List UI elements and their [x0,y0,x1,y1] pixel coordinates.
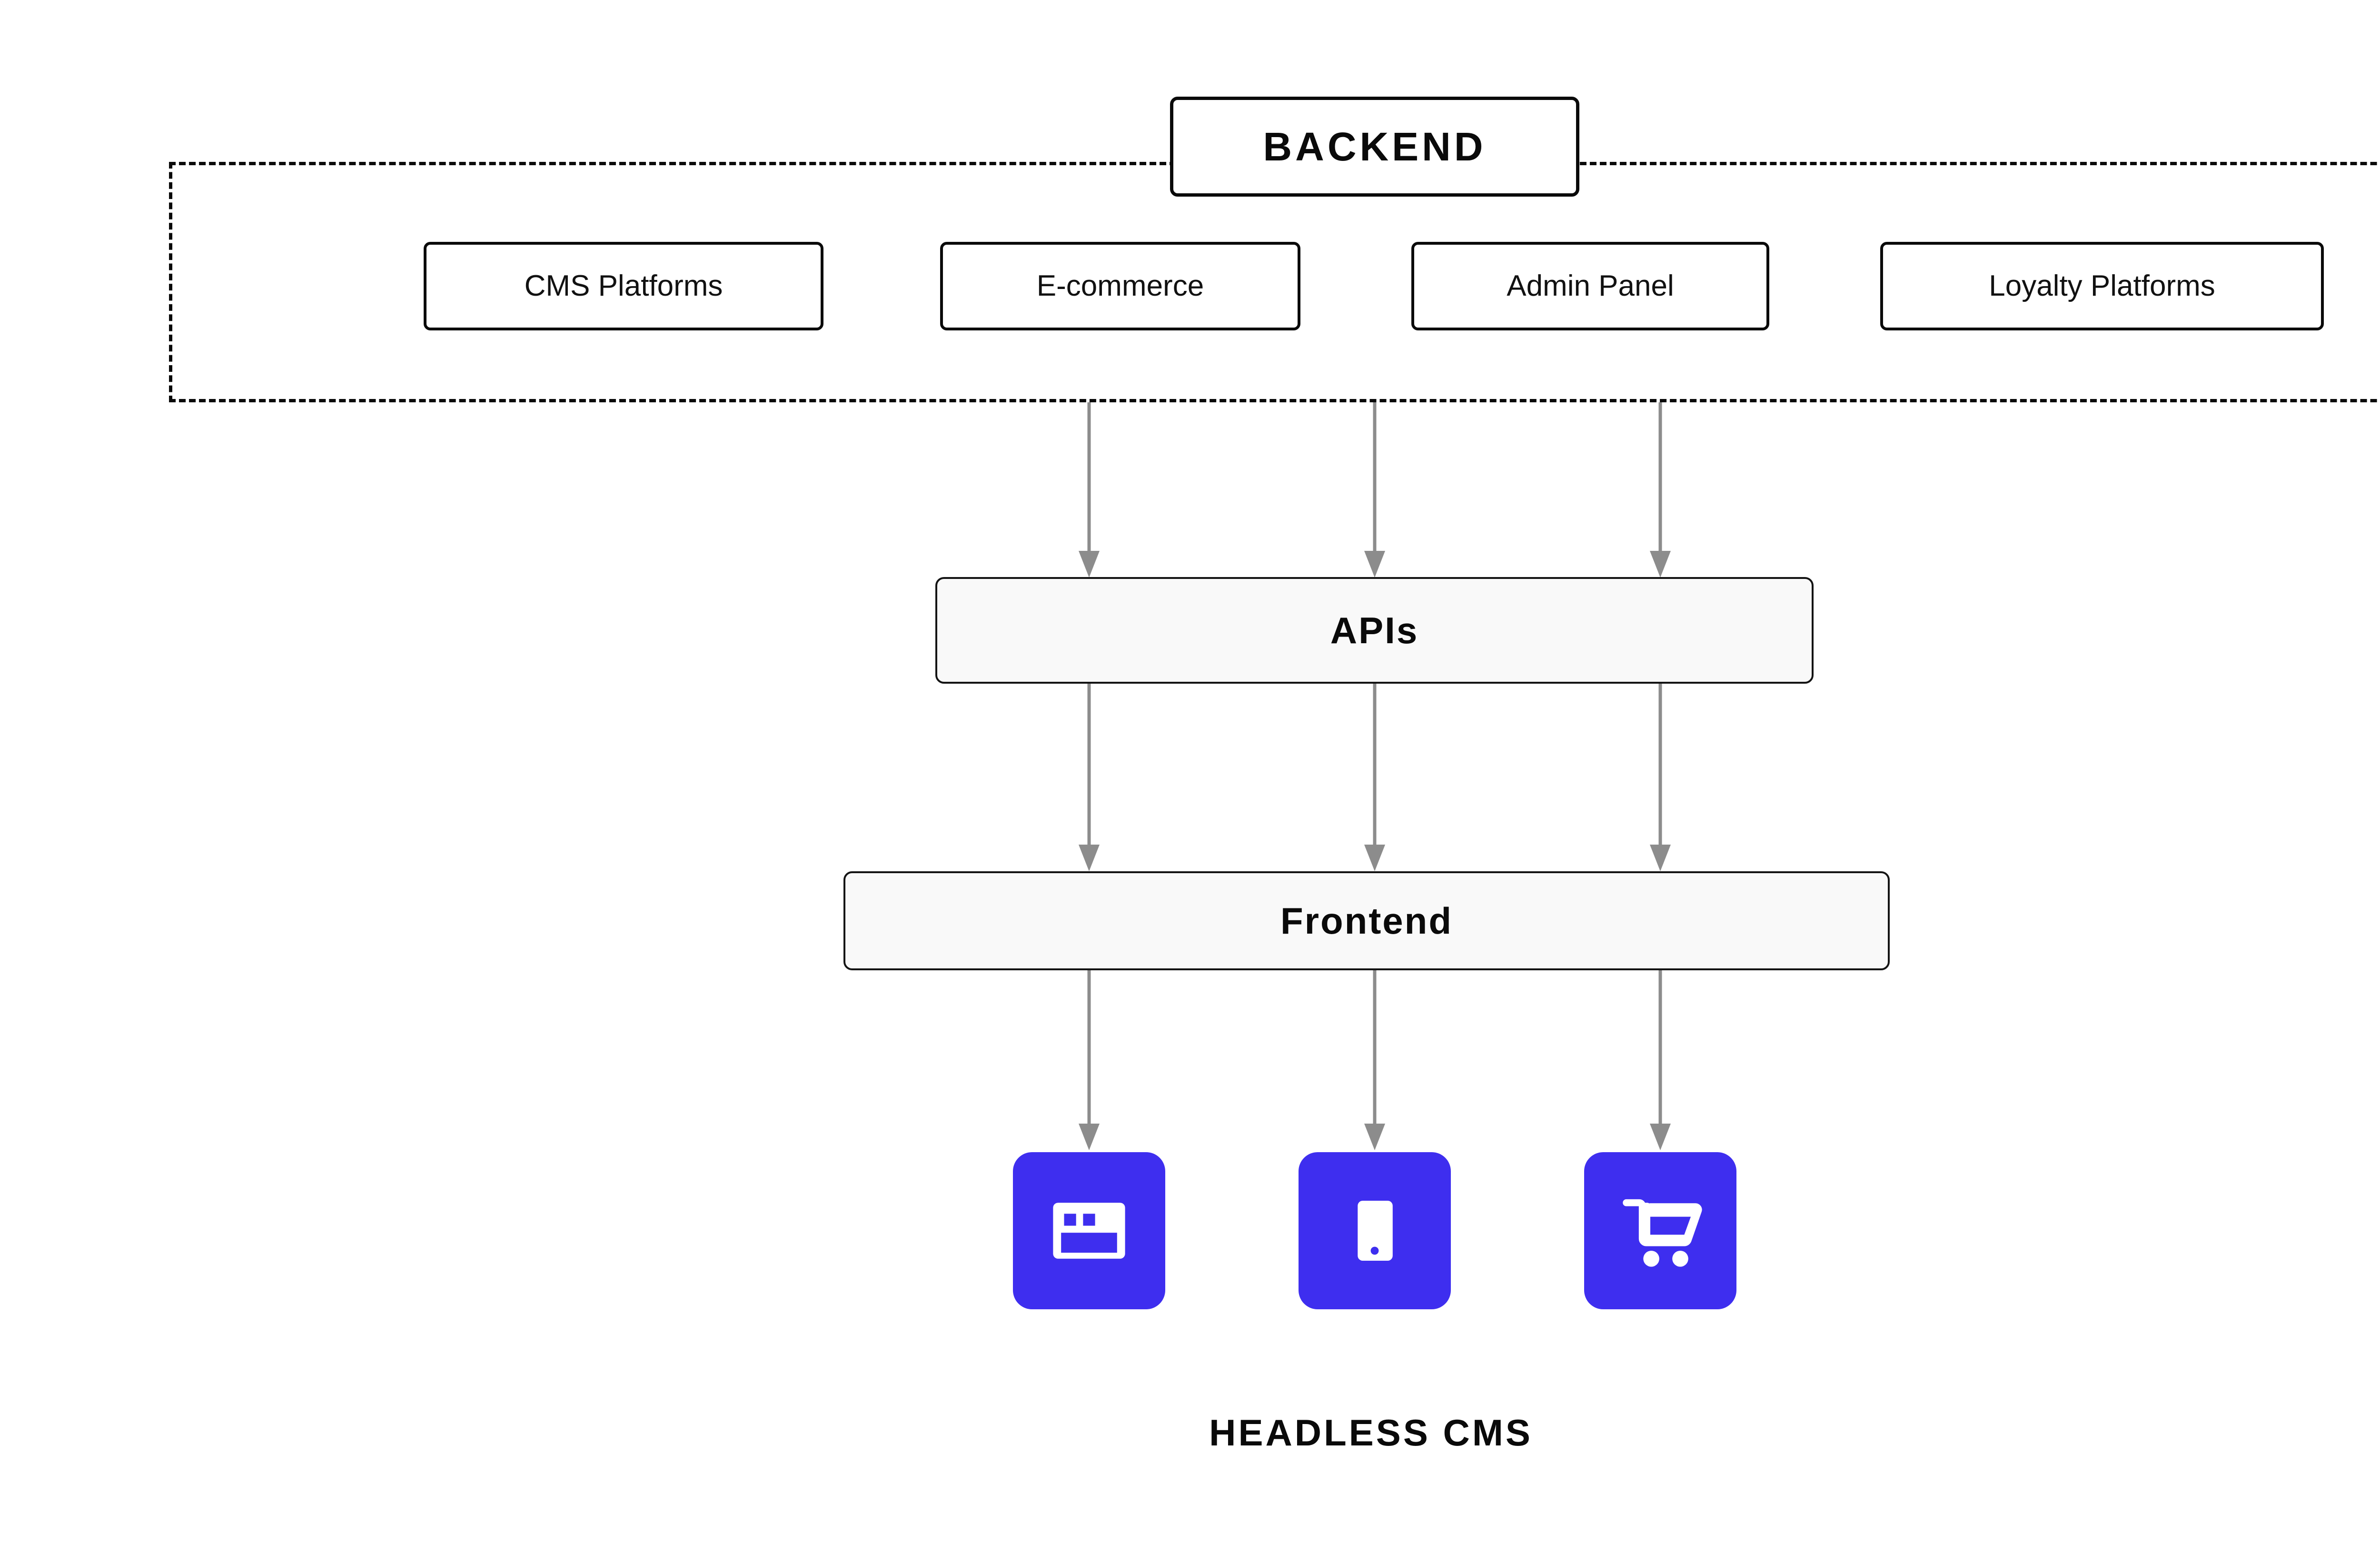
connector-frontend-to-channel-3 [1650,970,1671,1150]
backend-source-e-commerce[interactable]: E-commerce [940,242,1300,330]
connector-frontend-to-channel-2 [1364,970,1385,1150]
connector-backend-to-apis-1 [1079,402,1100,578]
layer-label: APIs [1330,609,1419,651]
connector-backend-to-apis-2 [1364,402,1385,578]
shopping-cart-icon [1623,1199,1702,1267]
diagram-caption: HEADLESS CMS [1209,1412,1533,1454]
connector-frontend-to-channel-1 [1079,970,1100,1150]
layer-label: Frontend [1280,900,1453,942]
backend-source-loyalty-platforms[interactable]: Loyalty Platforms [1880,242,2324,330]
channel-tile-web[interactable] [1013,1152,1165,1309]
connector-apis-to-frontend-3 [1650,684,1671,871]
backend-source-label: Admin Panel [1507,269,1674,302]
layer-box-apis[interactable]: APIs [935,577,1814,684]
layer-box-frontend[interactable]: Frontend [843,871,1890,970]
browser-window-icon [1053,1203,1125,1259]
backend-source-label: CMS Platforms [524,269,723,302]
connector-apis-to-frontend-1 [1079,684,1100,871]
backend-source-cms-platforms[interactable]: CMS Platforms [424,242,823,330]
backend-source-label: E-commerce [1036,269,1204,302]
backend-title-label: BACKEND [1263,124,1487,169]
connector-apis-to-frontend-2 [1364,684,1385,871]
backend-source-label: Loyalty Platforms [1989,269,2215,302]
connector-backend-to-apis-3 [1650,402,1671,578]
channel-tile-mobile[interactable] [1299,1152,1451,1309]
channel-tile-commerce[interactable] [1584,1152,1736,1309]
mobile-device-icon [1358,1201,1393,1261]
backend-title-chip: BACKEND [1170,97,1579,197]
backend-source-admin-panel[interactable]: Admin Panel [1411,242,1769,330]
